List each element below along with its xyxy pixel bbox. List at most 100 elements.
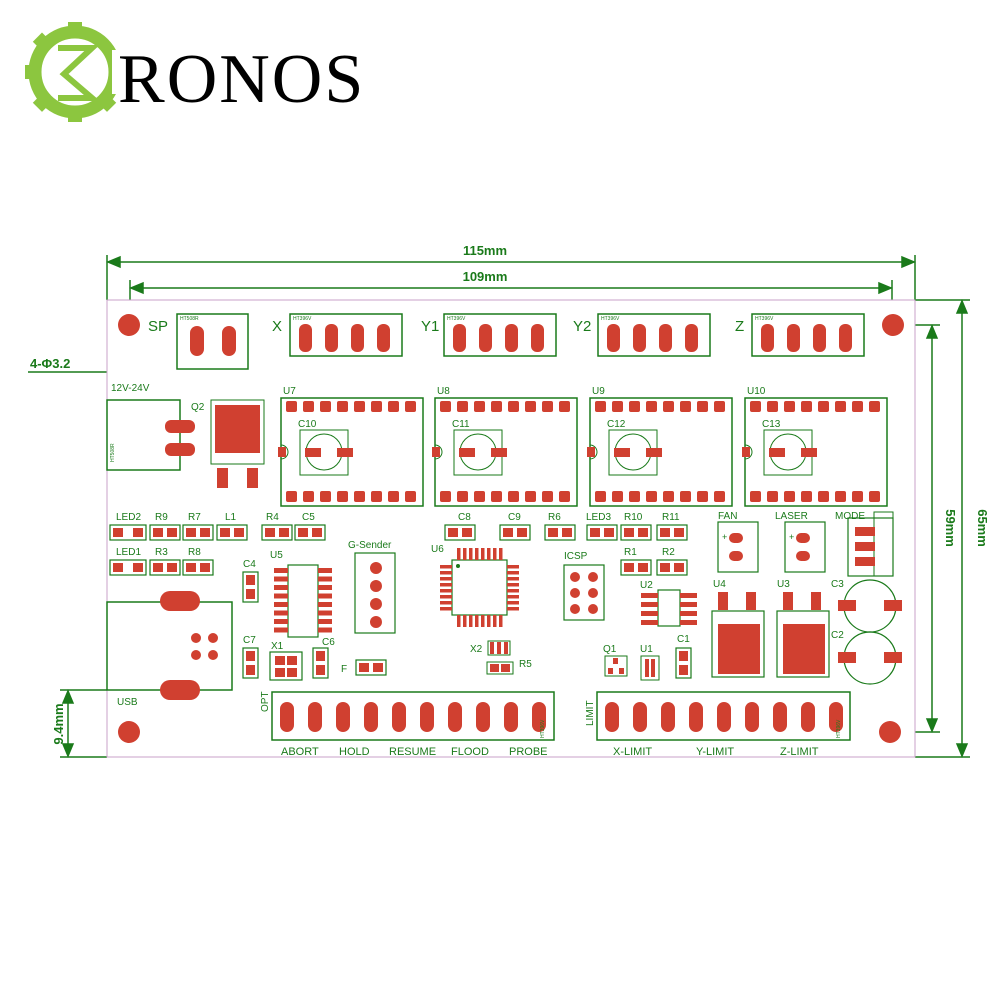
pad: [663, 401, 674, 412]
pad: [624, 528, 634, 537]
pad: [200, 563, 210, 572]
pad: [624, 563, 634, 572]
pad: [474, 491, 485, 502]
pad: [641, 611, 658, 616]
pad: [475, 548, 479, 560]
label-u3: U3: [777, 579, 790, 590]
pad: [318, 593, 332, 599]
pad: [373, 663, 383, 672]
label-x1: X1: [271, 641, 284, 652]
pad: [312, 528, 322, 537]
pad: [274, 593, 288, 599]
pad: [462, 528, 472, 537]
pad: [420, 702, 434, 732]
q1-transistor: [604, 655, 628, 677]
pad: [629, 401, 640, 412]
pad: [487, 615, 491, 627]
mounting-hole: [118, 314, 140, 336]
pad: [469, 615, 473, 627]
label-u9: U9: [592, 386, 605, 397]
pad: [590, 528, 600, 537]
label-abort: ABORT: [281, 746, 319, 758]
pad: [303, 401, 314, 412]
pad: [274, 585, 288, 590]
label-z: Z: [735, 318, 744, 335]
z-connector-mark: HT396V: [755, 316, 774, 322]
pad: [167, 528, 177, 537]
pad: [646, 448, 662, 457]
pad: [308, 702, 322, 732]
u6-mcu: [451, 559, 508, 616]
label-r7: R7: [188, 512, 201, 523]
pad: [660, 528, 670, 537]
pad: [784, 491, 795, 502]
pad: [153, 528, 163, 537]
pad: [629, 491, 640, 502]
label-r6: R6: [548, 512, 561, 523]
hourglass-icon: [58, 45, 101, 101]
u4-regulator: [711, 592, 765, 678]
dimension-lines: [28, 255, 970, 758]
label-r8: R8: [188, 547, 201, 558]
label-led1: LED1: [116, 547, 141, 558]
pad: [491, 401, 502, 412]
pad: [679, 651, 688, 661]
pad: [286, 401, 297, 412]
x-connector: [289, 313, 403, 357]
mounting-holes: [118, 314, 904, 743]
pad: [278, 447, 286, 457]
pad: [265, 528, 275, 537]
power-section: HT508R: [106, 399, 265, 488]
label-u2: U2: [640, 580, 653, 591]
pad: [491, 448, 507, 457]
label-c6: C6: [322, 637, 335, 648]
pad: [801, 448, 817, 457]
pad: [303, 491, 314, 502]
label-c12: C12: [607, 419, 626, 430]
pad: [801, 702, 815, 732]
ic-pins: [274, 548, 697, 633]
brand-name: RONOS: [118, 41, 365, 118]
pad: [274, 627, 288, 633]
fan-plus: +: [722, 532, 727, 542]
pad: [474, 401, 485, 412]
pad: [246, 651, 255, 661]
pad: [499, 615, 503, 627]
pad: [493, 615, 497, 627]
pad: [246, 665, 255, 675]
pad: [680, 611, 697, 616]
label-c2: C2: [831, 630, 844, 641]
label-r11: R11: [662, 512, 680, 523]
pad: [318, 619, 332, 624]
label-c9: C9: [508, 512, 521, 523]
mounting-hole: [879, 721, 901, 743]
label-led2: LED2: [116, 512, 141, 523]
sp-connector-mark: HT508R: [180, 316, 199, 322]
pad: [476, 702, 490, 732]
u2-ic: [657, 589, 681, 627]
connector-marks: HT508R HT396V HT396V HT396V HT396V: [180, 316, 774, 322]
pad: [689, 702, 703, 732]
label-u4: U4: [713, 579, 726, 590]
label-y1: Y1: [421, 318, 439, 335]
label-icsp: ICSP: [564, 551, 588, 562]
pad: [559, 491, 570, 502]
label-r4: R4: [266, 512, 279, 523]
pad: [388, 491, 399, 502]
pad: [525, 401, 536, 412]
pad: [133, 528, 143, 537]
pad: [336, 702, 350, 732]
pad: [641, 602, 658, 607]
label-x2: X2: [470, 644, 483, 655]
pad: [457, 401, 468, 412]
pad: [469, 548, 473, 560]
label-c13: C13: [762, 419, 781, 430]
label-r2: R2: [662, 547, 675, 558]
pad: [457, 548, 461, 560]
pad: [491, 491, 502, 502]
pad: [507, 607, 519, 611]
pad: [318, 568, 332, 573]
dimension-labels: 115mm 109mm 65mm 59mm 9.4mm 4-Φ3.2: [30, 243, 990, 745]
label-resume: RESUME: [389, 746, 436, 758]
label-c3: C3: [831, 579, 844, 590]
